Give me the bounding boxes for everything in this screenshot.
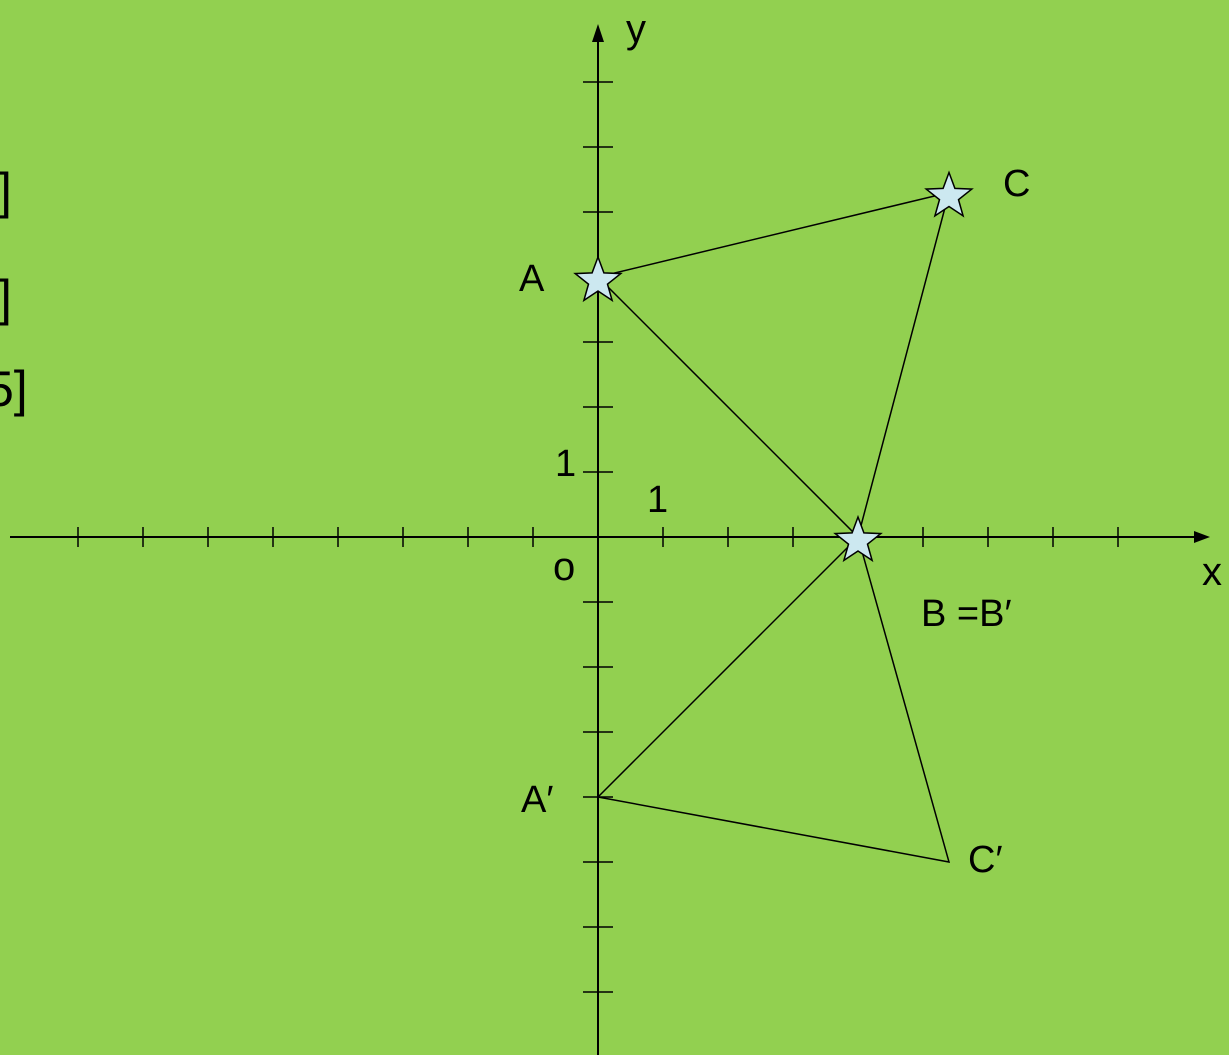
- triangles: [596, 191, 951, 863]
- bracket-fragment-2: ]: [0, 270, 12, 326]
- x-unit-label: 1: [647, 479, 668, 521]
- y-axis-arrow-icon: [592, 24, 604, 42]
- point-c-prime-label: C′: [968, 839, 1003, 881]
- point-c-label: C: [1003, 163, 1030, 205]
- x-axis-arrow-icon: [1194, 531, 1210, 543]
- point-stars: [573, 170, 974, 563]
- point-a-prime-label: A′: [521, 779, 553, 821]
- star-a-icon: [573, 254, 623, 303]
- point-a-label: A: [519, 258, 545, 300]
- origin-label: o: [553, 545, 575, 589]
- triangle-abc: [596, 191, 951, 539]
- bracket-fragment-3: 5]: [0, 361, 28, 417]
- star-b-icon: [833, 514, 883, 563]
- y-unit-label: 1: [555, 443, 576, 485]
- triangle-a-prime-b-c-prime: [596, 535, 951, 863]
- star-c-icon: [924, 170, 974, 218]
- x-axis-label: x: [1202, 550, 1222, 594]
- y-axis-label: y: [626, 7, 646, 51]
- bracket-fragment-1: ]: [0, 163, 12, 219]
- point-b-label: B =B′: [921, 593, 1012, 635]
